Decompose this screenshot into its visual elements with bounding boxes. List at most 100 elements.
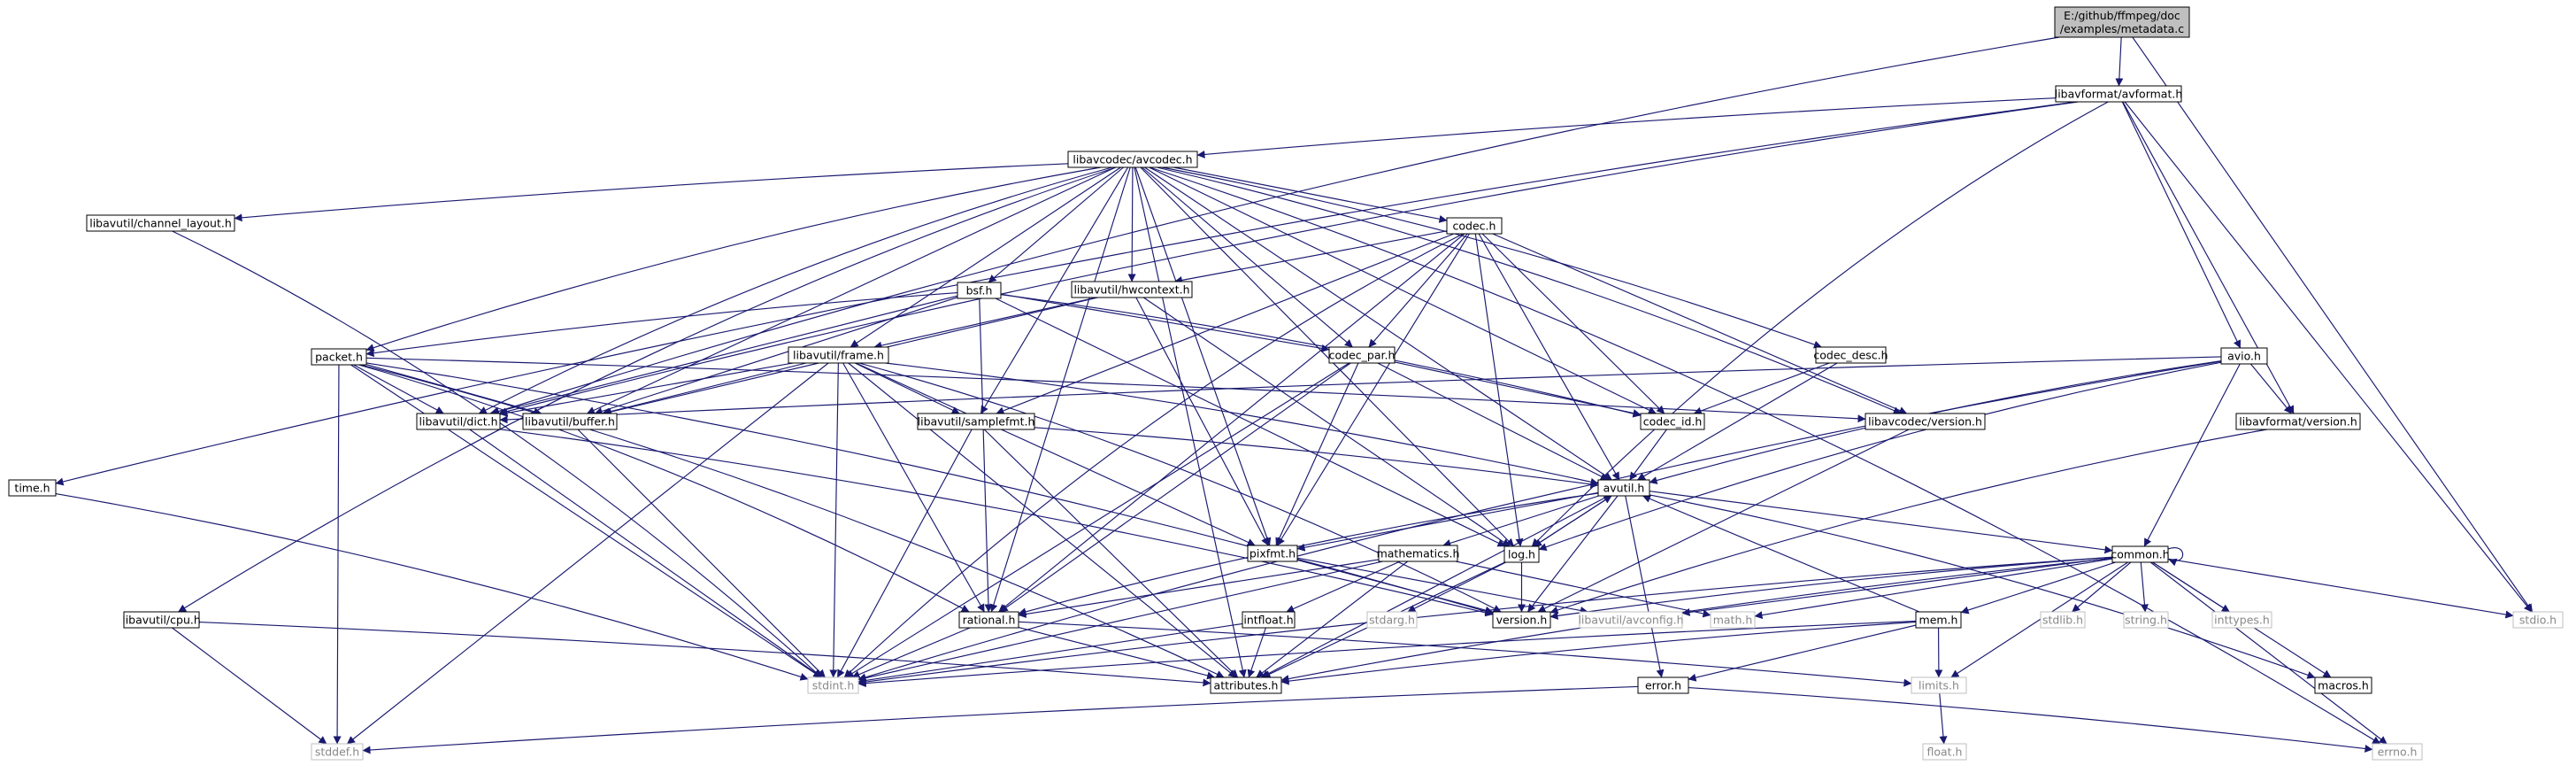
dependency-edge-codec-to-hwcontext (1173, 230, 1448, 284)
node-label: common.h (2111, 548, 2169, 561)
node-bsf[interactable]: bsf.h (957, 282, 1002, 299)
dependency-edge-frame-to-pixfmt (855, 362, 1256, 546)
dependency-edge-mem-to-avutil (1642, 495, 1920, 613)
node-codec-par[interactable]: codec_par.h (1328, 346, 1396, 364)
node-stdlib: stdlib.h (2040, 611, 2086, 629)
node-rational[interactable]: rational.h (958, 611, 1019, 629)
node-mathematics[interactable]: mathematics.h (1377, 545, 1460, 562)
node-avformat[interactable]: libavformat/avformat.h (2055, 85, 2183, 103)
node-samplefmt[interactable]: libavutil/samplefmt.h (917, 413, 1035, 430)
dependency-edge-bsf-to-codec_id (1000, 294, 1642, 418)
dependency-edge-codec_id-to-avutil (1629, 429, 1667, 481)
dependency-edge-avcodec-to-rational (989, 166, 1131, 613)
node-box (1865, 413, 1986, 430)
node-macros[interactable]: macros.h (2314, 676, 2372, 694)
node-codec-id[interactable]: codec_id.h (1640, 413, 1705, 430)
dependency-edge-avformat-to-log (1531, 101, 2109, 547)
node-box (807, 676, 859, 694)
node-label: error.h (1645, 679, 1681, 692)
dependency-edge-avformat-to-stdio (2124, 101, 2533, 613)
dependency-edge-common-to-avconfig (1681, 557, 2113, 616)
node-avio[interactable]: avio.h (2220, 347, 2268, 365)
node-version[interactable]: version.h (1492, 611, 1551, 629)
node-avcodec[interactable]: libavcodec/avcodec.h (1067, 151, 1198, 168)
dependency-edge-avcodec-to-channel_layout (234, 163, 1069, 222)
dependency-edge-mathematics-to-rational (1018, 559, 1380, 618)
node-stdarg: stdarg.h (1366, 611, 1418, 629)
dependency-edge-common-to-stdlib (2072, 561, 2132, 613)
dependency-edge-common-to-math (1754, 558, 2113, 620)
node-box (1446, 217, 1503, 235)
dependency-edge-codec-to-codec_par (1368, 233, 1468, 348)
node-stdio: stdio.h (2512, 611, 2564, 629)
dependency-edge-lavf_version-to-version (1549, 429, 2267, 615)
node-intfloat[interactable]: intfloat.h (1242, 611, 1296, 629)
dependency-edge-frame-to-samplefmt (854, 362, 960, 414)
dependency-edge-avformat-to-avio (2121, 101, 2242, 349)
dependency-edge-avcodec-to-dict (478, 166, 1112, 414)
node-buffer[interactable]: libavutil/buffer.h (522, 413, 618, 430)
node-channel-layout[interactable]: libavutil/channel_layout.h (86, 214, 235, 232)
node-box (1640, 413, 1705, 430)
node-cpu[interactable]: libavutil/cpu.h (122, 611, 201, 629)
node-label: string.h (2125, 614, 2167, 627)
dependency-edge-mem-to-stdint (857, 620, 1917, 688)
node-log[interactable]: log.h (1503, 545, 1540, 563)
node-dict[interactable]: libavutil/dict.h (416, 413, 501, 430)
node-label: libavformat/version.h (2239, 415, 2357, 429)
node-box (2211, 611, 2272, 629)
node-avutil[interactable]: avutil.h (1597, 479, 1650, 497)
node-pixfmt[interactable]: pixfmt.h (1247, 545, 1298, 562)
dependency-edge-codec-to-codec_id (1481, 233, 1665, 414)
node-label: macros.h (2318, 679, 2369, 692)
node-box (1378, 545, 1458, 562)
dependency-edge-avio-to-stdint (857, 360, 2222, 682)
node-box (1911, 676, 1967, 694)
node-box (2314, 676, 2372, 694)
dependency-edge-pixfmt-to-version (1296, 559, 1494, 615)
node-label: stddef.h (315, 746, 359, 759)
dependency-edge-avformat-to-avcodec (1196, 97, 2057, 158)
node-lavf-version[interactable]: libavformat/version.h (2235, 413, 2361, 430)
node-mem[interactable]: mem.h (1915, 611, 1962, 629)
node-label: intfloat.h (1243, 614, 1293, 627)
node-packet[interactable]: packet.h (311, 348, 367, 366)
dependency-edge-common-to-errno (2149, 561, 2388, 745)
node-box (2512, 611, 2564, 629)
dependency-edge-samplefmt-to-attributes (983, 429, 1239, 678)
dependency-edge-mathematics-to-intfloat (1286, 560, 1401, 613)
node-lavc-version[interactable]: libavcodec/version.h (1865, 413, 1986, 430)
node-stddef: stddef.h (311, 743, 364, 761)
node-hwcontext[interactable]: libavutil/hwcontext.h (1071, 281, 1193, 298)
node-codec-desc[interactable]: codec_desc.h (1813, 346, 1888, 364)
dependency-edge-frame-to-avutil (885, 362, 1599, 486)
node-label: version.h (1496, 614, 1548, 627)
node-common[interactable]: common.h (2111, 545, 2170, 563)
dependency-edge-codec-to-avutil (1478, 233, 1620, 481)
node-error[interactable]: error.h (1637, 676, 1689, 694)
dependency-edge-time-to-stdint (55, 492, 809, 681)
dependency-edge-common-to-stdint (857, 556, 2113, 686)
node-codec[interactable]: codec.h (1446, 217, 1503, 235)
node-label: time.h (14, 482, 50, 495)
dependency-edge-rational-to-stdint (851, 627, 971, 678)
node-box (2040, 611, 2086, 629)
node-box (2220, 347, 2268, 365)
node-time[interactable]: time.h (8, 479, 57, 497)
dependency-edge-channel_layout-to-stdint (172, 230, 822, 678)
node-label: libavformat/avformat.h (2055, 88, 2183, 101)
node-box (522, 413, 618, 430)
dependency-edge-avcodec-to-errno (1150, 166, 2381, 745)
node-root[interactable]: E:/github/ffmpeg/doc/examples/metadata.c (2054, 6, 2190, 38)
node-avconfig: libavutil/avconfig.h (1578, 611, 1684, 629)
dependency-edge-common-to-common (2167, 546, 2184, 567)
node-attributes[interactable]: attributes.h (1210, 676, 1282, 694)
dependency-edge-lavc_version-to-version (1537, 429, 1910, 613)
node-label: rational.h (963, 614, 1016, 627)
node-box (311, 743, 364, 761)
dependency-edge-mem-to-attributes (1280, 621, 1917, 685)
node-stdint: stdint.h (807, 676, 859, 694)
node-box (123, 611, 200, 629)
node-frame[interactable]: libavutil/frame.h (788, 346, 889, 364)
node-box (86, 214, 235, 232)
